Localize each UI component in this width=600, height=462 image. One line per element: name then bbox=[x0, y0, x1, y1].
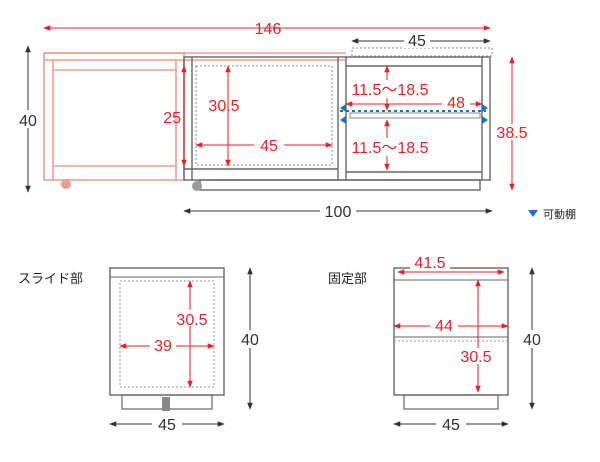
legend-movable-shelf: 可動棚 bbox=[543, 207, 576, 221]
dim-shelf-upper: 11.5〜18.5 bbox=[351, 82, 428, 99]
dim-25: 25 bbox=[163, 110, 181, 127]
dim-shelf-lower: 11.5〜18.5 bbox=[351, 140, 428, 157]
dim-slide-40: 40 bbox=[241, 332, 259, 349]
dim-fixed-30-5: 30.5 bbox=[460, 349, 491, 366]
slide-inner bbox=[119, 280, 215, 388]
dim-38-5: 38.5 bbox=[496, 125, 527, 142]
dim-100: 100 bbox=[325, 204, 352, 221]
dim-slide-30-5: 30.5 bbox=[176, 312, 207, 329]
shelf-board bbox=[349, 112, 481, 119]
dim-146: 146 bbox=[255, 21, 282, 38]
fixed-base bbox=[403, 394, 499, 410]
front-view: 146 45 40 25 30.5 45 11.5〜18.5 11.5〜18.5… bbox=[18, 21, 576, 221]
slide-caster bbox=[162, 397, 170, 411]
dim-41-5: 41.5 bbox=[414, 255, 445, 272]
center-opening bbox=[195, 65, 333, 166]
fixed-unit-front bbox=[183, 56, 491, 191]
dim-30-5-center: 30.5 bbox=[208, 98, 239, 115]
dim-39: 39 bbox=[154, 338, 172, 355]
shelf-marker-right bbox=[482, 104, 488, 112]
caster-left bbox=[61, 179, 71, 189]
label-fixed-part: 固定部 bbox=[328, 272, 367, 287]
dim-fixed-40: 40 bbox=[523, 332, 541, 349]
caster-right bbox=[192, 181, 202, 191]
dim-slide-45: 45 bbox=[158, 417, 176, 434]
shelf-marker-left-2 bbox=[340, 116, 346, 124]
dim-45-top: 45 bbox=[408, 33, 426, 50]
slide-outer bbox=[109, 267, 225, 396]
slide-part-view: スライド部 30.5 39 40 45 bbox=[18, 267, 262, 434]
dim-48: 48 bbox=[447, 95, 465, 112]
fixed-part-view: 固定部 41.5 44 30.5 40 45 bbox=[328, 254, 544, 434]
slide-unit-front bbox=[43, 52, 346, 181]
dim-45-center: 45 bbox=[260, 138, 278, 155]
dim-44: 44 bbox=[435, 318, 453, 335]
triangle-down-icon bbox=[528, 210, 538, 217]
dim-40-left: 40 bbox=[19, 113, 37, 130]
label-slide-part: スライド部 bbox=[18, 272, 83, 287]
shelf-marker-right-2 bbox=[482, 116, 488, 124]
shelf-marker-left bbox=[340, 104, 346, 112]
dim-fixed-45: 45 bbox=[442, 417, 460, 434]
